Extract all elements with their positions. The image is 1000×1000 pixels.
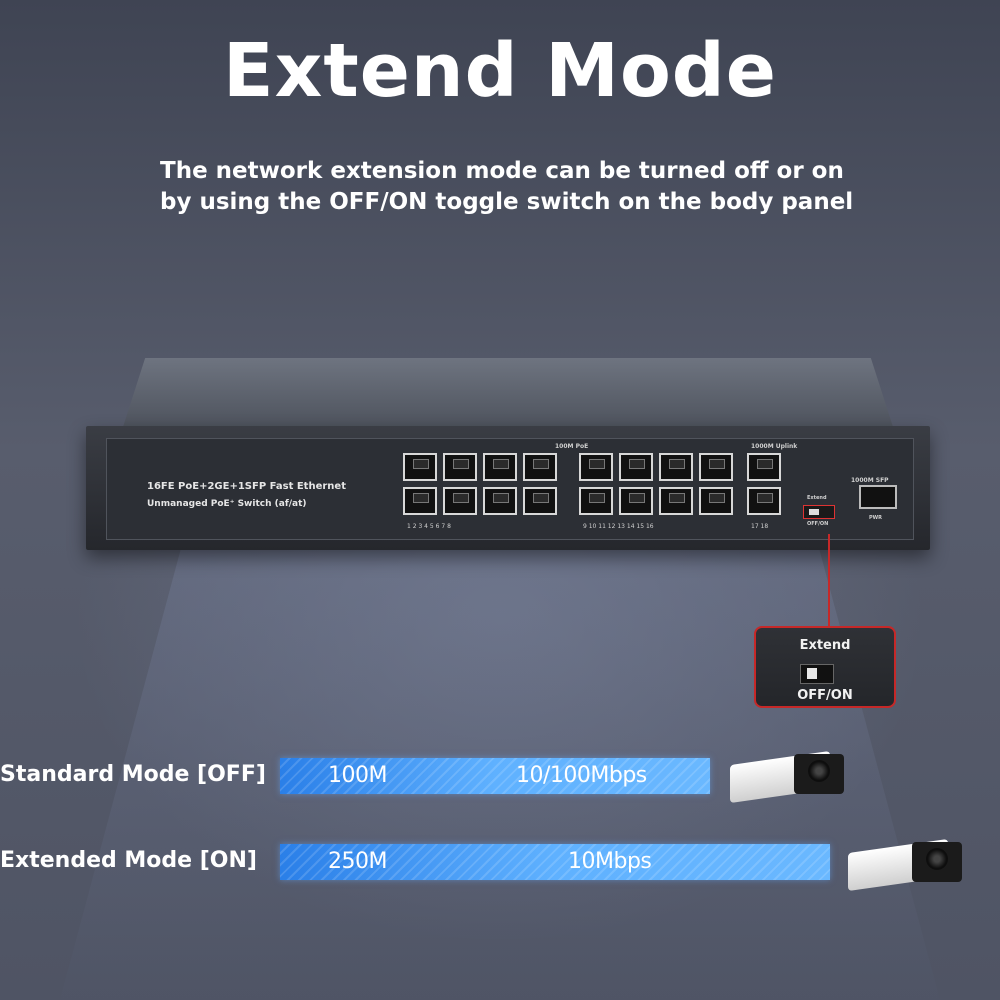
- speed-value: 10Mbps: [568, 849, 652, 874]
- rj45-port: [659, 487, 693, 515]
- mode-label: Standard Mode [OFF]: [0, 762, 266, 787]
- rj45-port: [659, 453, 693, 481]
- speed-value: 10/100Mbps: [516, 763, 647, 788]
- rj45-port: [483, 453, 517, 481]
- sfp-label: 1000M SFP: [851, 477, 889, 484]
- chevron-pattern: [280, 758, 710, 794]
- rj45-port: [619, 453, 653, 481]
- port-numbers-17-18: 17 18: [751, 523, 769, 530]
- rj45-port: [579, 453, 613, 481]
- mode-bar: 250M 10Mbps: [280, 844, 830, 880]
- rj45-port: [483, 487, 517, 515]
- poe-group-label: 100M PoE: [555, 443, 589, 450]
- distance-value: 250M: [328, 849, 387, 874]
- switch-faceplate: 16FE PoE+2GE+1SFP Fast Ethernet Unmanage…: [106, 438, 914, 540]
- chevron-pattern: [280, 844, 830, 880]
- tiny-offon-label: OFF/ON: [807, 521, 829, 527]
- model-line-2: Unmanaged PoE⁺ Switch (af/at): [147, 499, 307, 509]
- toggle-knob: [807, 668, 817, 679]
- model-line-1: 16FE PoE+2GE+1SFP Fast Ethernet: [147, 481, 346, 492]
- tiny-extend-label: Extend: [807, 495, 827, 501]
- poe-ports-9-16: [579, 453, 733, 515]
- rj45-port: [619, 487, 653, 515]
- toggle-callout: Extend OFF/ON: [754, 626, 896, 708]
- callout-extend-label: Extend: [799, 638, 851, 653]
- callout-connector: [828, 534, 830, 626]
- pwr-label: PWR: [869, 515, 883, 521]
- ip-camera-icon: [848, 838, 964, 892]
- rj45-port: [443, 487, 477, 515]
- extend-toggle-switch[interactable]: [803, 505, 835, 519]
- mode-row-extended: Extended Mode [ON] 250M 10Mbps: [0, 838, 1000, 894]
- mode-bar: 100M 10/100Mbps: [280, 758, 710, 794]
- rj45-port: [699, 453, 733, 481]
- rj45-port: [523, 487, 557, 515]
- port-numbers-1-8: 1 2 3 4 5 6 7 8: [407, 523, 451, 530]
- port-numbers-9-16: 9 10 11 12 13 14 15 16: [583, 523, 654, 530]
- rj45-port: [699, 487, 733, 515]
- mode-row-standard: Standard Mode [OFF] 100M 10/100Mbps: [0, 750, 1000, 808]
- poe-ports-1-8: [403, 453, 557, 515]
- rj45-port: [579, 487, 613, 515]
- callout-toggle-switch[interactable]: [800, 664, 834, 684]
- page-subtitle: The network extension mode can be turned…: [160, 158, 854, 215]
- ip-camera-icon: [730, 750, 846, 804]
- rj45-port: [443, 453, 477, 481]
- callout-offon-label: OFF/ON: [797, 688, 853, 703]
- rj45-port: [403, 487, 437, 515]
- uplink-label: 1000M Uplink: [751, 443, 798, 450]
- mode-label: Extended Mode [ON]: [0, 848, 257, 873]
- rj45-port: [747, 453, 781, 481]
- distance-value: 100M: [328, 763, 387, 788]
- page-title: Extend Mode: [223, 28, 777, 114]
- switch-front-panel: 16FE PoE+2GE+1SFP Fast Ethernet Unmanage…: [86, 426, 930, 550]
- switch-top-cover: [122, 358, 894, 430]
- network-switch: 16FE PoE+2GE+1SFP Fast Ethernet Unmanage…: [86, 358, 930, 554]
- uplink-ports-17-18: [747, 453, 781, 515]
- sfp-port: [859, 485, 897, 509]
- rj45-port: [747, 487, 781, 515]
- rj45-port: [523, 453, 557, 481]
- rj45-port: [403, 453, 437, 481]
